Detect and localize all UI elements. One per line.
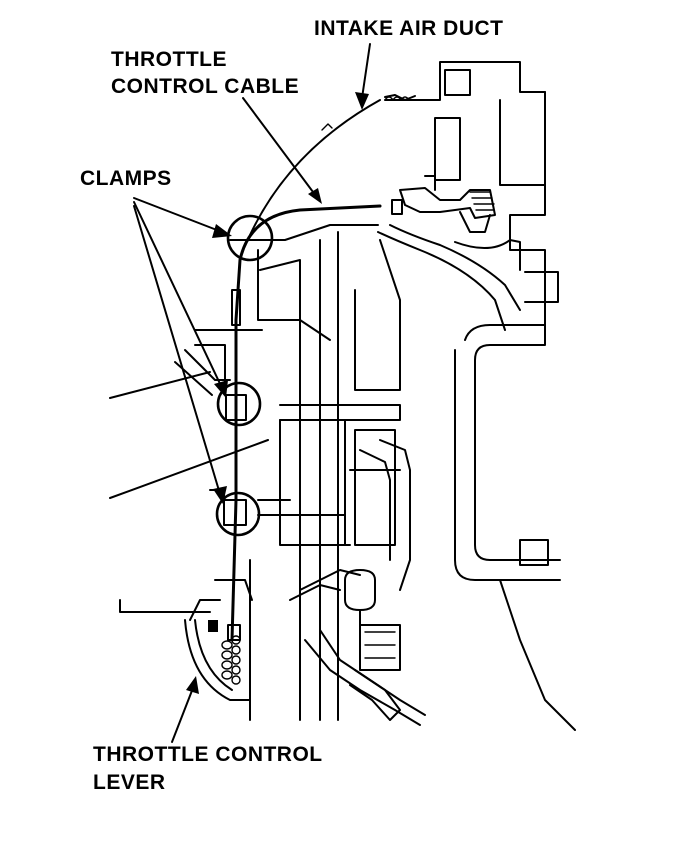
engine-outline bbox=[109, 61, 576, 731]
label-throttle-control-lever-line1: THROTTLE CONTROL bbox=[93, 743, 323, 766]
label-clamps: CLAMPS bbox=[80, 167, 172, 190]
label-intake-air-duct: INTAKE AIR DUCT bbox=[314, 17, 504, 40]
label-throttle-control-lever-line2: LEVER bbox=[93, 771, 166, 794]
leader-arrows bbox=[133, 43, 371, 743]
throttle-lever-assembly bbox=[208, 620, 241, 685]
label-throttle-control-cable-line1: THROTTLE bbox=[111, 48, 227, 71]
clamp-circle-bottom bbox=[215, 491, 261, 537]
clamp-circle-middle bbox=[216, 381, 262, 427]
label-throttle-control-cable-line2: CONTROL CABLE bbox=[111, 75, 300, 98]
clamp-circle-top bbox=[226, 214, 274, 262]
